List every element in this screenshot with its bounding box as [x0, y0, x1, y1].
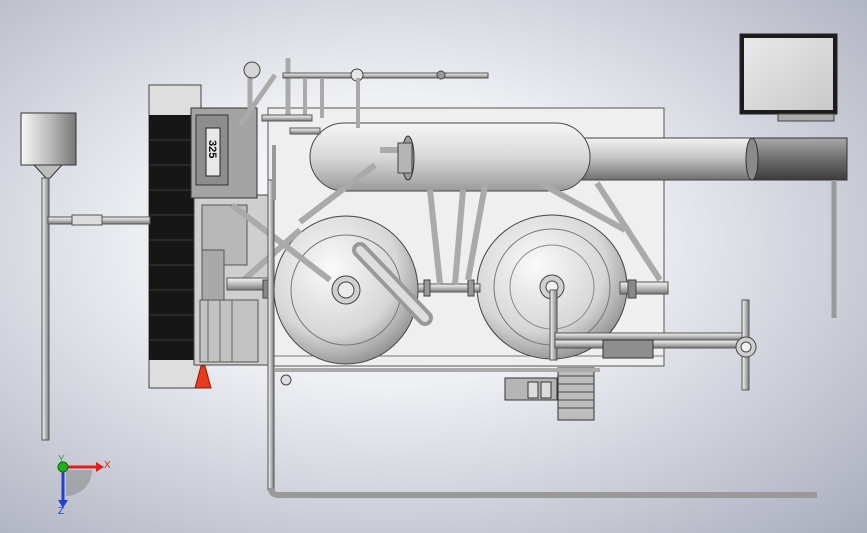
left-drum[interactable] — [273, 215, 419, 365]
discharge-piping[interactable] — [549, 289, 757, 391]
left-tank[interactable] — [20, 112, 151, 441]
monitor-display[interactable] — [739, 33, 838, 318]
control-box[interactable]: 325 — [190, 107, 258, 199]
axis-z-label: Z — [58, 506, 64, 517]
axis-y-label: Y — [58, 454, 65, 465]
drum-inlet-pipe[interactable] — [352, 242, 433, 326]
axis-x-label: X — [104, 460, 111, 471]
top-piping[interactable] — [237, 58, 489, 200]
ladder-stairs[interactable] — [557, 367, 595, 421]
radiator-grille[interactable] — [148, 84, 202, 389]
unit-label: 325 — [206, 140, 218, 158]
junction-box[interactable] — [504, 377, 558, 401]
axis-triad: X Y Z — [57, 454, 111, 517]
interconnect-pipes[interactable] — [226, 162, 669, 299]
traffic-cone-icon — [194, 365, 212, 389]
return-pipe[interactable] — [267, 179, 817, 498]
